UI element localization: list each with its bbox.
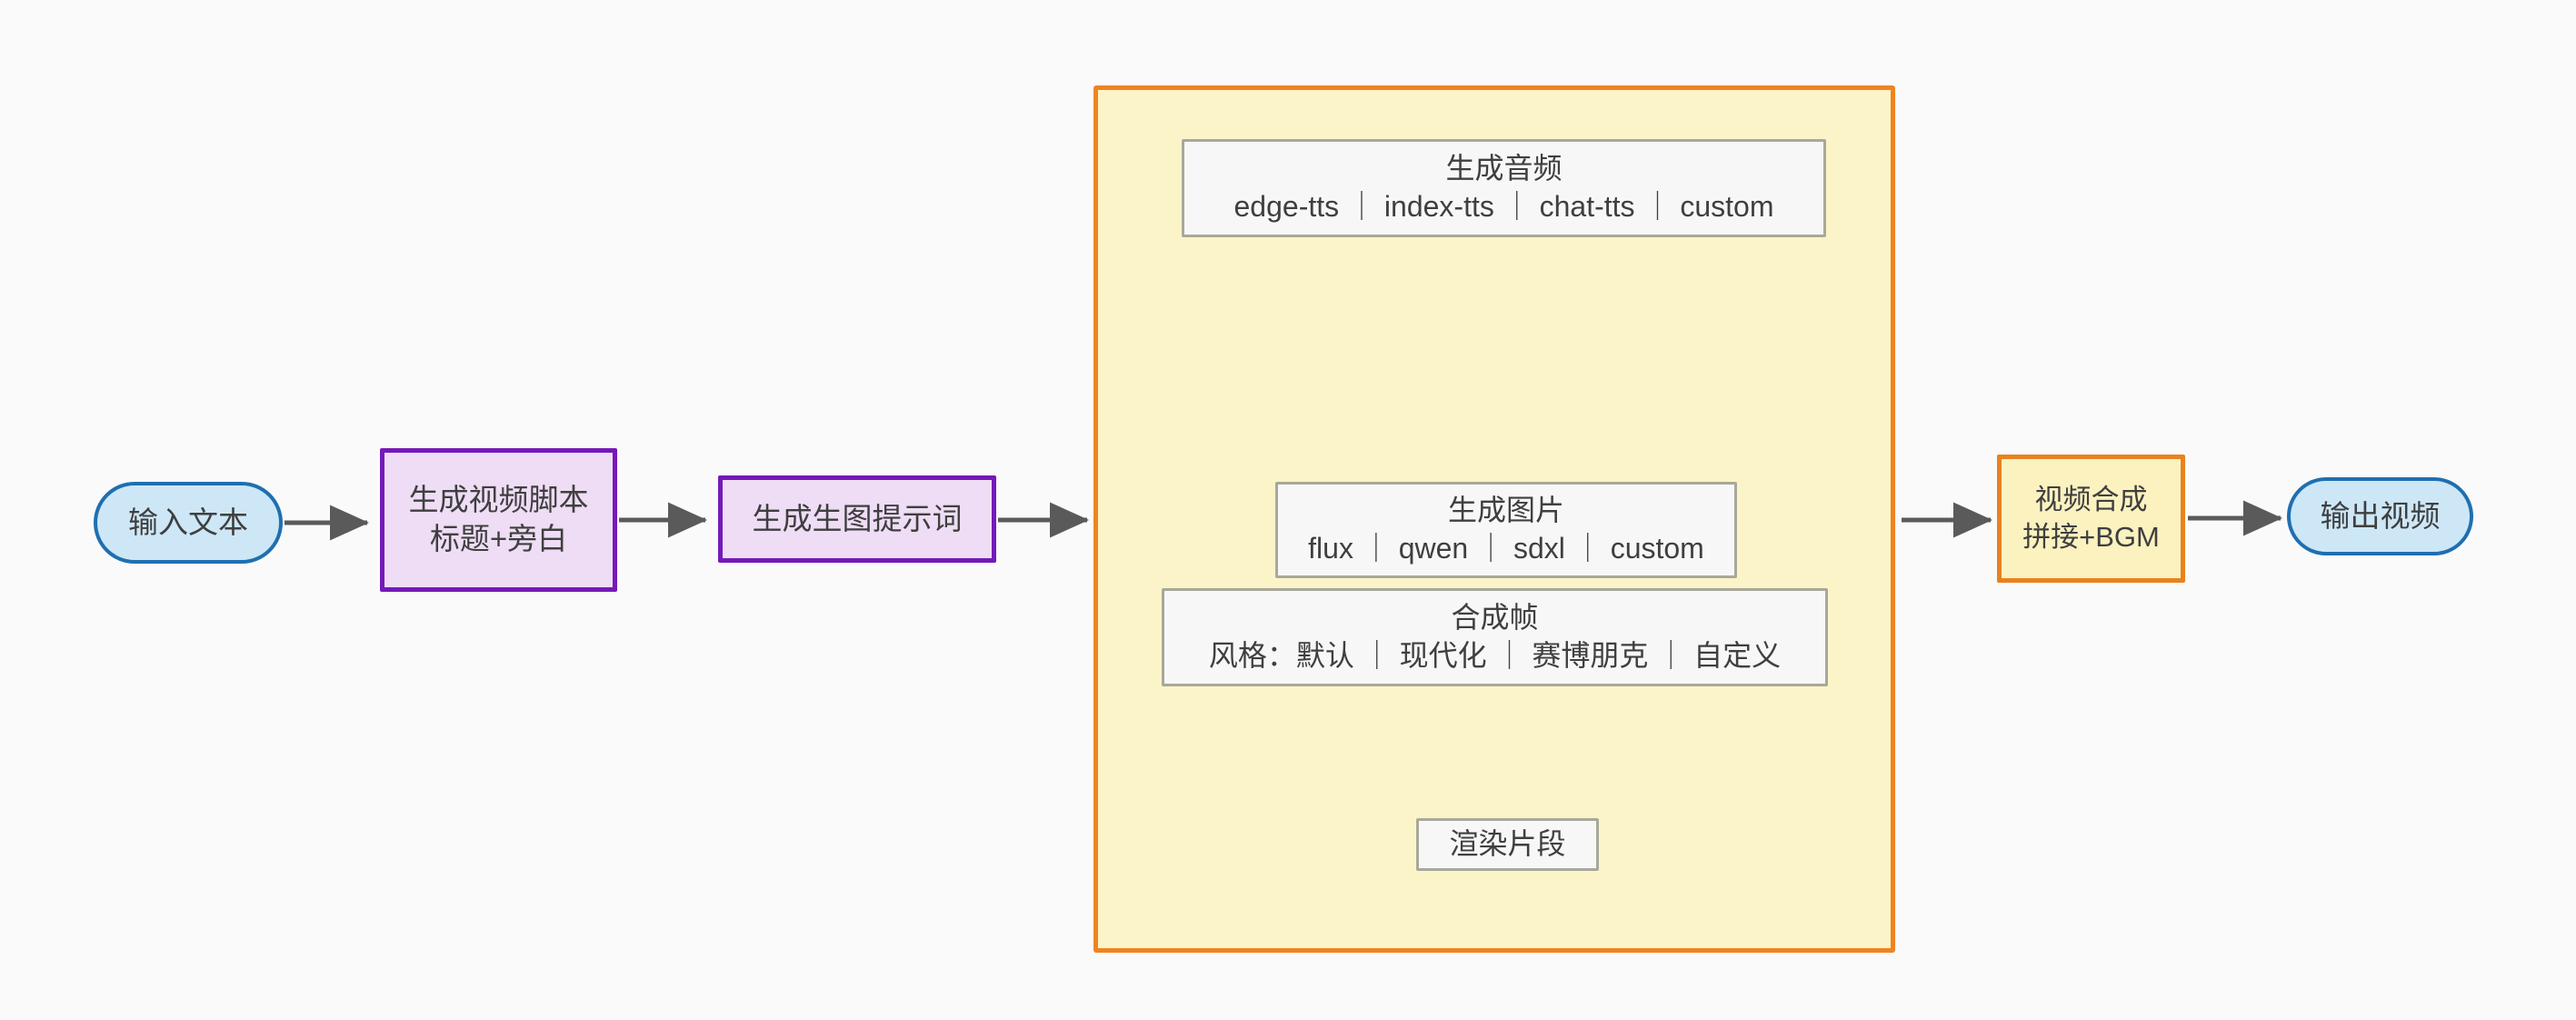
node-generate-audio-title: 生成音频 <box>1445 152 1563 185</box>
node-generate-prompt[interactable]: 生成生图提示词 <box>718 475 996 563</box>
node-generate-script-subtitle: 标题+旁白 <box>429 522 568 555</box>
node-generate-audio-options: edge-tts ｜ index-tts ｜ chat-tts ｜ custom <box>1233 190 1774 223</box>
node-render-clip[interactable]: 渲染片段 <box>1416 818 1599 871</box>
node-compose-frame[interactable]: 合成帧 风格：默认 ｜ 现代化 ｜ 赛博朋克 ｜ 自定义 <box>1162 588 1828 686</box>
node-compose-frame-options: 风格：默认 ｜ 现代化 ｜ 赛博朋克 ｜ 自定义 <box>1208 639 1782 672</box>
node-input-text-label: 输入文本 <box>128 505 248 539</box>
node-generate-image-title: 生成图片 <box>1447 494 1564 527</box>
node-output-video[interactable]: 输出视频 <box>2287 477 2473 555</box>
node-generate-image-options: flux ｜ qwen ｜ sdxl ｜ custom <box>1308 532 1704 565</box>
node-render-clip-label: 渲染片段 <box>1449 827 1566 861</box>
node-input-text[interactable]: 输入文本 <box>94 482 283 564</box>
node-video-compose-title: 视频合成 <box>2034 484 2148 516</box>
node-generate-script[interactable]: 生成视频脚本 标题+旁白 <box>380 448 617 592</box>
node-video-compose-subtitle: 拼接+BGM <box>2022 520 2160 553</box>
pipeline-subgraph-container: 生成音频 edge-tts ｜ index-tts ｜ chat-tts ｜ c… <box>1093 85 1895 953</box>
node-generate-image[interactable]: 生成图片 flux ｜ qwen ｜ sdxl ｜ custom <box>1275 482 1737 578</box>
node-generate-prompt-label: 生成生图提示词 <box>752 501 963 535</box>
node-generate-script-title: 生成视频脚本 <box>408 483 589 517</box>
node-compose-frame-title: 合成帧 <box>1451 601 1539 635</box>
node-generate-audio[interactable]: 生成音频 edge-tts ｜ index-tts ｜ chat-tts ｜ c… <box>1182 139 1826 237</box>
node-output-video-label: 输出视频 <box>2320 498 2441 533</box>
node-video-compose[interactable]: 视频合成 拼接+BGM <box>1997 455 2185 583</box>
